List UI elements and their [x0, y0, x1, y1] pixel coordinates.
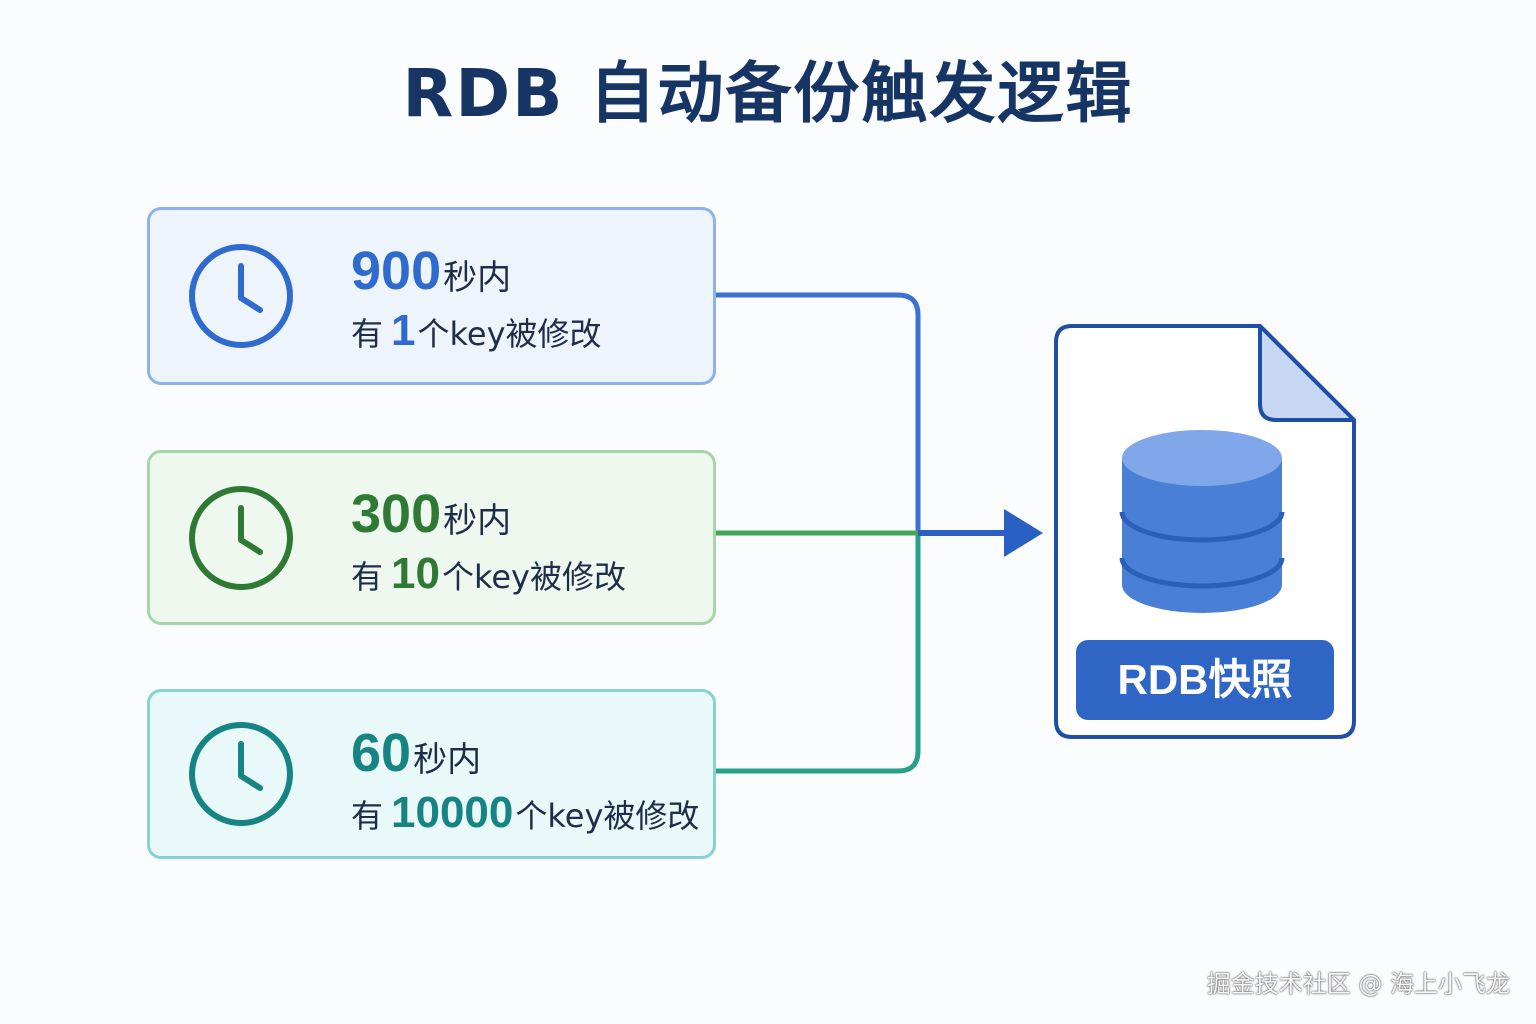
- change-condition: 有 10 个key被修改: [351, 549, 626, 601]
- document-fold: [1258, 324, 1356, 422]
- change-condition: 有 10000 个key被修改: [351, 788, 699, 840]
- seconds-unit: 秒内: [443, 501, 512, 541]
- time-window: 900 秒内: [351, 240, 511, 302]
- database-file-icon: [1054, 324, 1356, 739]
- key-count: 1: [391, 306, 416, 355]
- trigger-rule-card: 900 秒内 有 1 个key被修改: [147, 207, 716, 385]
- seconds-unit: 秒内: [413, 740, 482, 780]
- seconds-value: 60: [351, 723, 412, 783]
- clock-icon: [189, 722, 293, 826]
- connector-rule-3: [713, 530, 921, 774]
- trigger-rule-card: 60 秒内 有 10000 个key被修改: [147, 689, 716, 859]
- condition-suffix: 个key被修改: [417, 315, 602, 353]
- arrow-head-icon: [1004, 509, 1043, 557]
- watermark: 掘金技术社区 @ 海上小飞龙: [1206, 970, 1510, 998]
- database-cylinder-icon: [1119, 430, 1285, 613]
- key-count: 10000: [391, 788, 514, 837]
- trigger-rule-card: 300 秒内 有 10 个key被修改: [147, 450, 716, 625]
- seconds-value: 900: [351, 241, 442, 301]
- page-title: RDB 自动备份触发逻辑: [402, 55, 1134, 132]
- key-count: 10: [391, 549, 440, 598]
- condition-suffix: 个key被修改: [515, 797, 700, 835]
- rdb-snapshot-label: RDB快照: [1076, 640, 1334, 720]
- seconds-value: 300: [351, 484, 442, 544]
- seconds-unit: 秒内: [443, 258, 512, 298]
- condition-suffix: 个key被修改: [441, 558, 626, 596]
- clock-icon: [189, 244, 293, 348]
- condition-prefix: 有: [351, 315, 384, 353]
- connector-rule-1: [713, 292, 921, 536]
- time-window: 60 秒内: [351, 722, 481, 784]
- clock-icon: [189, 485, 293, 590]
- condition-prefix: 有: [351, 558, 384, 596]
- change-condition: 有 1 个key被修改: [351, 306, 602, 358]
- time-window: 300 秒内: [351, 483, 511, 545]
- condition-prefix: 有: [351, 797, 384, 835]
